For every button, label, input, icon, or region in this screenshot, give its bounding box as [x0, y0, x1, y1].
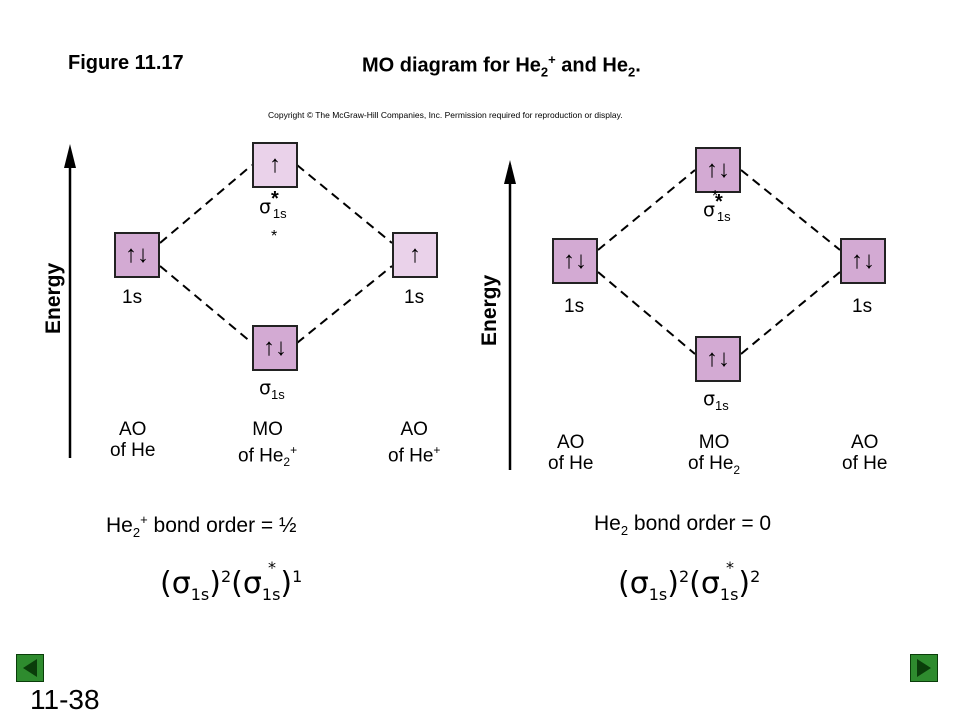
left-mo-bonding-box: ↑↓: [252, 325, 298, 371]
right-antibonding-star-mark: *: [712, 188, 719, 205]
right-bond-order: He2 bond order = 0: [594, 512, 772, 539]
right-mo-bonding-box: ↑↓: [695, 336, 741, 382]
axis-arrow-left: [64, 144, 76, 168]
left-bonding-label: σ1s: [259, 377, 285, 402]
left-electron-configuration: (σ1s)2(σ*1s)1: [160, 558, 303, 604]
energy-axis-label-right: Energy: [478, 274, 501, 346]
right-ao-right-box: ↑↓: [840, 238, 886, 284]
dash-antibonding-to-right-ao: [296, 164, 393, 244]
left-ao-left-label: 1s: [122, 287, 143, 308]
previous-slide-icon: [23, 659, 37, 677]
left-antibonding-label: σ*1s: [259, 188, 287, 221]
previous-slide-button[interactable]: [16, 654, 44, 682]
dash-bonding-to-right-ao: [296, 265, 393, 344]
next-slide-icon: [917, 659, 931, 677]
axis-arrow-right: [504, 160, 516, 184]
copyright-notice: Copyright © The McGraw-Hill Companies, I…: [268, 110, 623, 120]
left-mo-antibonding-box: ↑: [252, 142, 298, 188]
right-bonding-label: σ1s: [703, 388, 729, 413]
dash-left-ao-to-bonding: [159, 265, 253, 344]
dash2-left-ao-to-antibonding: [597, 169, 696, 251]
slide-number: 11-38: [30, 684, 100, 715]
right-ao-right-label: 1s: [852, 296, 873, 317]
energy-axis-label-left: Energy: [42, 262, 65, 334]
right-mo-antibonding-box: ↑↓: [695, 147, 741, 193]
figure-title: MO diagram for He2+ and He2.: [362, 52, 641, 80]
right-electron-configuration: (σ1s)2(σ*1s)2: [618, 558, 761, 604]
left-ao-right-label: 1s: [404, 287, 425, 308]
right-ao-left-label: 1s: [564, 296, 585, 317]
dash2-left-ao-to-bonding: [597, 271, 696, 355]
dash2-antibonding-to-right-ao: [740, 169, 841, 251]
left-bond-order: He2+ bond order = ½: [106, 512, 297, 541]
left-antibonding-star-mark: *: [271, 228, 278, 245]
right-ao-left-box: ↑↓: [552, 238, 598, 284]
dash-left-ao-to-antibonding: [159, 164, 253, 244]
left-ao-left-box: ↑↓: [114, 232, 160, 278]
next-slide-button[interactable]: [910, 654, 938, 682]
figure-number: Figure 11.17: [68, 52, 184, 74]
left-ao-right-box: ↑: [392, 232, 438, 278]
dash2-bonding-to-right-ao: [740, 271, 841, 355]
right-antibonding-label: σ*1s: [703, 191, 731, 224]
